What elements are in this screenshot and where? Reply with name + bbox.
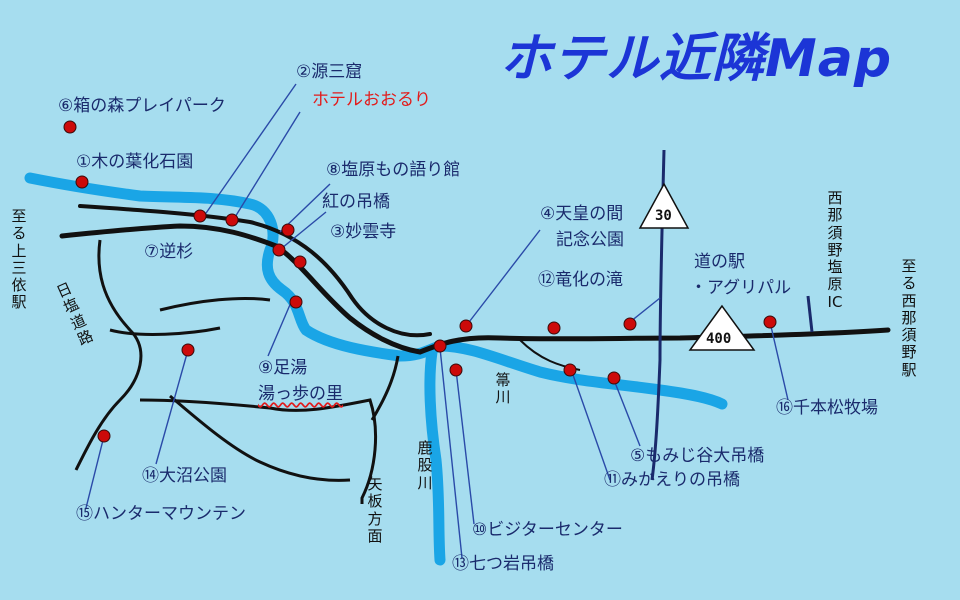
left-dest-label: 至る上三依駅 <box>11 207 27 312</box>
michi-a-label: 道の駅 <box>694 252 745 272</box>
road-hiking <box>74 239 143 471</box>
right-dest-label: 至る西那須野駅 <box>901 257 917 379</box>
river-hoki <box>24 172 728 410</box>
road-local-d <box>370 355 400 421</box>
marker-12 <box>547 321 561 335</box>
marker-6 <box>63 120 77 134</box>
michi-b-label: ・アグリパル <box>690 278 792 298</box>
spot-11-label: ⑪みかえりの吊橋 <box>604 470 740 490</box>
spot-15-label: ⑮ハンターマウンテン <box>76 504 246 524</box>
road-yaita <box>139 398 378 504</box>
yaita-label: 矢板方面 <box>367 475 383 545</box>
road-400-b <box>78 204 432 338</box>
spot-8-label: ⑧塩原もの語り館 <box>326 160 461 180</box>
spot-14-label: ⑭大沼公園 <box>142 466 227 486</box>
river-kamata-label: 鹿股川 <box>417 439 433 492</box>
spot-4b-label: 記念公園 <box>556 230 624 250</box>
road-local-c <box>169 394 351 482</box>
route-30-label: 30 <box>655 208 672 224</box>
spot-7-label: ⑦逆杉 <box>144 242 194 262</box>
spot-4a-label: ④天皇の間 <box>540 204 624 224</box>
marker-10 <box>433 339 447 353</box>
spot-6-label: ⑥箱の森プレイパーク <box>58 96 226 116</box>
map-title: ホテル近隣Map <box>500 29 893 89</box>
spot-16-label: ⑯千本松牧場 <box>776 398 878 418</box>
marker-15 <box>97 429 111 443</box>
marker-8 <box>281 223 295 237</box>
leader-lines <box>85 83 789 559</box>
route-400-shield <box>688 304 756 351</box>
spot-10-label: ⑩ビジターセンター <box>472 520 623 540</box>
spot-3a-label: 紅の吊橋 <box>322 192 390 212</box>
road-400 <box>59 223 891 355</box>
marker-2 <box>225 213 239 227</box>
marker-13 <box>449 363 463 377</box>
route-30-shield <box>638 182 690 229</box>
road-local-a <box>159 296 271 312</box>
marker-4 <box>459 319 473 333</box>
spot-12-label: ⑫竜化の滝 <box>538 270 623 290</box>
river-hoki-label: 箒川 <box>495 371 511 407</box>
spot-9b-label: 湯っ歩の里 <box>258 384 343 404</box>
ic-label: 西那須野塩原IC <box>827 189 843 311</box>
route-400-label: 400 <box>706 331 732 347</box>
marker-7 <box>193 209 207 223</box>
spot-9a-label: ⑨足湯 <box>258 358 308 378</box>
road-local-b <box>109 326 221 336</box>
marker-3b <box>293 255 307 269</box>
marker-1 <box>75 175 89 189</box>
spot-2-label: ②源三窟 <box>296 62 363 82</box>
road-ic <box>806 295 814 333</box>
marker-14 <box>181 343 195 357</box>
marker-9 <box>289 295 303 309</box>
marker-5 <box>607 371 621 385</box>
river-kamata <box>424 346 446 566</box>
hotel-label: ホテルおおるり <box>312 90 431 110</box>
marker-16 <box>763 315 777 329</box>
markers <box>63 120 777 443</box>
spot-1-label: ①木の葉化石園 <box>76 152 194 172</box>
marker-11 <box>563 363 577 377</box>
marker-michi <box>623 317 637 331</box>
spot-3b-label: ③妙雲寺 <box>330 222 397 242</box>
marker-3a <box>272 243 286 257</box>
spot-13-label: ⑬七つ岩吊橋 <box>452 554 554 574</box>
spot-5-label: ⑤もみじ谷大吊橋 <box>630 446 765 466</box>
